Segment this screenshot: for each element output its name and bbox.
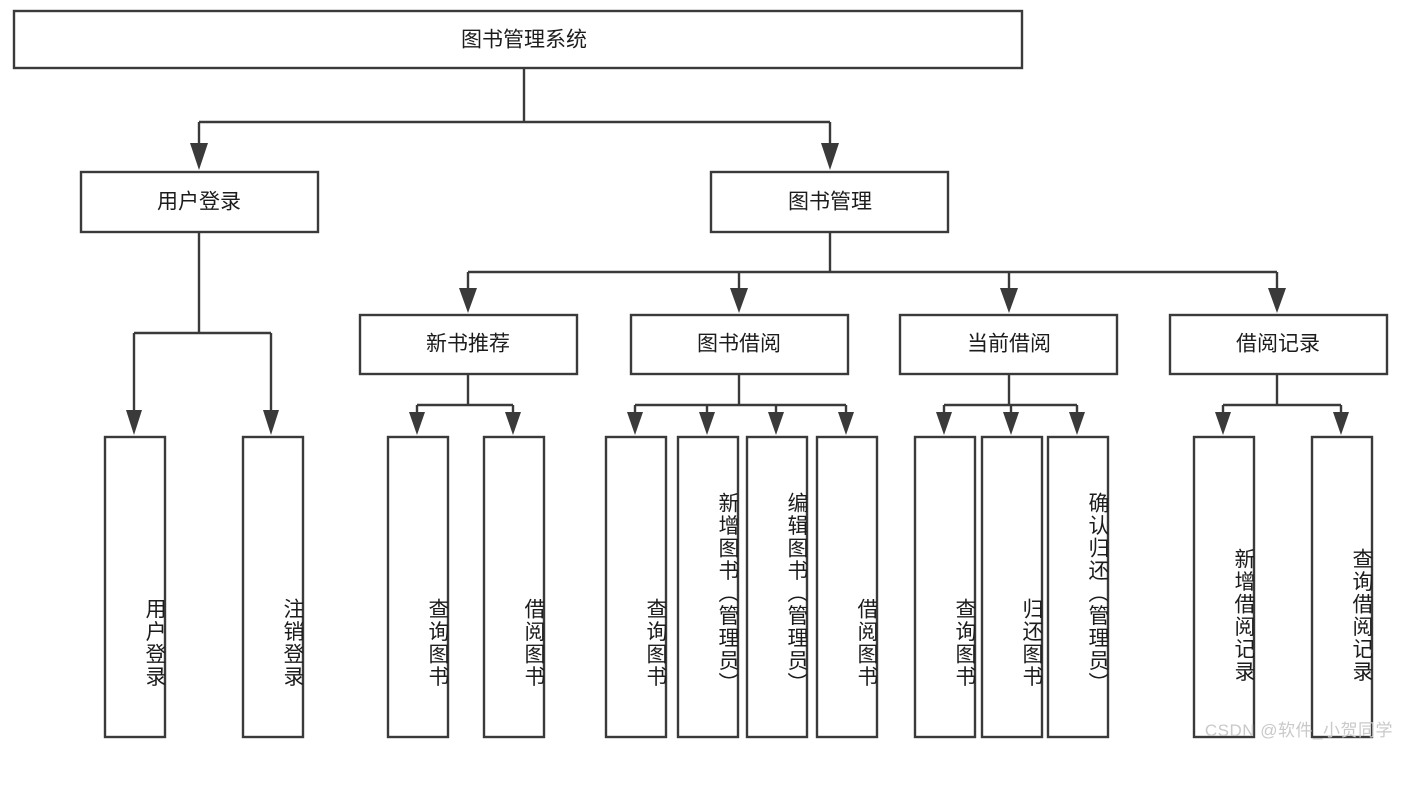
connector-group-user-login — [126, 232, 279, 435]
node-user-login[interactable]: 用户登录 — [79, 170, 320, 234]
arrow-to-leaf-query-book-borrow — [627, 412, 643, 435]
connector-group-root — [190, 68, 839, 170]
arrow-to-leaf-confirm-return-admin — [1069, 412, 1085, 435]
arrow-to-leaf-edit-book-admin — [768, 412, 784, 435]
arrow-to-leaf-query-book-cur — [936, 412, 952, 435]
arrow-to-leaf-return-book — [1003, 412, 1019, 435]
arrow-to-borrow-record — [1268, 288, 1286, 313]
arrow-to-leaf-add-book-admin — [699, 412, 715, 435]
leaf-confirm-return-admin-box[interactable] — [1046, 435, 1110, 739]
leaf-query-borrow-record-box[interactable] — [1310, 435, 1374, 739]
arrow-to-leaf-user-login — [126, 410, 142, 435]
leaf-query-book-cur-box[interactable] — [913, 435, 977, 739]
csdn-watermark: CSDN @软件_小贺同学 — [1204, 721, 1393, 740]
leaf-query-book-borrow-box[interactable] — [604, 435, 668, 739]
node-root-label: 图书管理系统 — [461, 29, 587, 52]
node-current-borrow-label: 当前借阅 — [967, 333, 1051, 356]
node-borrow-record[interactable]: 借阅记录 — [1168, 313, 1389, 376]
leaf-boxes — [103, 435, 1374, 739]
node-book-borrow-box[interactable] — [629, 313, 850, 376]
arrow-to-current-borrow — [1000, 288, 1018, 313]
node-book-manage-label: 图书管理 — [788, 191, 872, 214]
arrow-root-to-book-manage — [821, 143, 839, 170]
node-borrow-record-label: 借阅记录 — [1236, 333, 1320, 356]
node-current-borrow-box[interactable] — [898, 313, 1119, 376]
arrow-to-leaf-query-borrow-record — [1333, 412, 1349, 435]
arrow-to-leaf-borrow-book — [838, 412, 854, 435]
leaf-borrow-book-box[interactable] — [815, 435, 879, 739]
node-user-login-box[interactable] — [79, 170, 320, 234]
connector-group-current-borrow — [936, 374, 1085, 435]
connector-group-book-manage — [459, 232, 1286, 313]
node-new-book-recommend[interactable]: 新书推荐 — [358, 313, 579, 376]
connector-group-new-book-recommend — [409, 374, 521, 435]
leaf-user-logout-box[interactable] — [241, 435, 305, 739]
node-new-book-recommend-label: 新书推荐 — [426, 333, 510, 356]
leaf-add-borrow-record-box[interactable] — [1192, 435, 1256, 739]
node-root[interactable]: 图书管理系统 — [12, 9, 1024, 70]
arrow-to-leaf-query-book-rec — [409, 412, 425, 435]
node-borrow-record-box[interactable] — [1168, 313, 1389, 376]
arrow-to-book-borrow — [730, 288, 748, 313]
system-structure-diagram: 图书管理系统 用户登录 图书管理 新书推荐 图书借阅 当前借阅 借阅记录 — [12, 9, 1389, 739]
node-book-borrow[interactable]: 图书借阅 — [629, 313, 850, 376]
leaf-edit-book-admin-box[interactable] — [745, 435, 809, 739]
connector-group-book-borrow — [627, 374, 854, 435]
node-book-borrow-label: 图书借阅 — [697, 333, 781, 356]
leaf-return-book-box[interactable] — [980, 435, 1044, 739]
leaf-add-book-admin-box[interactable] — [676, 435, 740, 739]
node-new-book-recommend-box[interactable] — [358, 313, 579, 376]
node-current-borrow[interactable]: 当前借阅 — [898, 313, 1119, 376]
arrow-to-leaf-borrow-book-rec — [505, 412, 521, 435]
leaf-user-login-box[interactable] — [103, 435, 167, 739]
node-root-box[interactable] — [12, 9, 1024, 70]
leaf-borrow-book-rec-box[interactable] — [482, 435, 546, 739]
arrow-to-leaf-user-logout — [263, 410, 279, 435]
connector-group-borrow-record — [1215, 374, 1349, 435]
node-book-manage-box[interactable] — [709, 170, 950, 234]
node-book-manage[interactable]: 图书管理 — [709, 170, 950, 234]
diagram-canvas-root: 图书管理系统 用户登录 图书管理 新书推荐 图书借阅 当前借阅 借阅记录 — [12, 9, 1393, 740]
arrow-root-to-user-login — [190, 143, 208, 170]
arrow-to-new-book-recommend — [459, 288, 477, 313]
node-user-login-label: 用户登录 — [157, 191, 241, 214]
arrow-to-leaf-add-borrow-record — [1215, 412, 1231, 435]
leaf-query-book-rec-box[interactable] — [386, 435, 450, 739]
